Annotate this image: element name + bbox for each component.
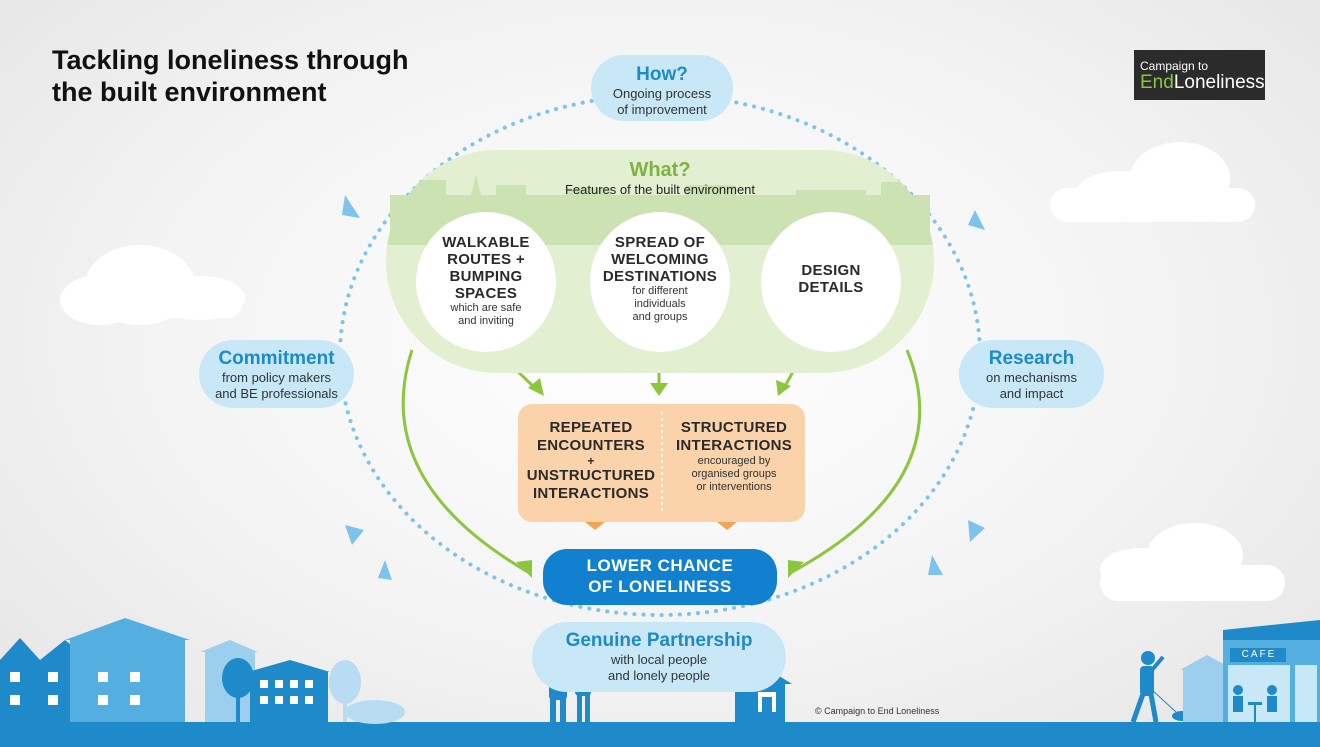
- feature-label-line: WALKABLE: [442, 234, 530, 251]
- partnership-line-2: and lonely people: [608, 668, 710, 683]
- commitment-line-2: and BE professionals: [215, 386, 338, 401]
- outcome-line-1: LOWER CHANCE: [586, 556, 734, 575]
- how-line-1: Ongoing process: [612, 86, 712, 101]
- how-box: How? Ongoing process of improvement: [591, 55, 733, 121]
- research-heading: Research: [988, 348, 1075, 369]
- what-heading: What?: [629, 159, 691, 181]
- how-heading: How?: [636, 64, 688, 85]
- title-line-1: Tackling loneliness through: [52, 45, 409, 75]
- what-header: What? Features of the built environment: [386, 158, 934, 198]
- partnership-heading: Genuine Partnership: [565, 630, 753, 651]
- feature-welcoming-destinations: SPREAD OF WELCOMING DESTINATIONS for dif…: [590, 212, 730, 352]
- copyright-notice: © Campaign to End Loneliness: [815, 706, 940, 716]
- commitment-heading: Commitment: [218, 348, 335, 369]
- feature-label-line: DESIGN: [801, 262, 861, 279]
- interactions-divider: [661, 412, 663, 514]
- feature-label-line: DETAILS: [798, 279, 864, 296]
- commitment-box: Commitment from policy makers and BE pro…: [199, 340, 354, 408]
- cycle-arrow-icons: [342, 195, 985, 580]
- feature-sub-line: individuals: [634, 298, 686, 310]
- town-left: [0, 618, 405, 724]
- research-line-1: on mechanisms: [985, 370, 1078, 385]
- feature-sub-line: which are safe: [450, 302, 522, 314]
- interaction-sub-line: or interventions: [696, 481, 772, 493]
- research-line-2: and impact: [999, 386, 1064, 401]
- town-right: [1180, 620, 1320, 722]
- cloud-right-top: [1050, 142, 1255, 222]
- logo-loneliness: Loneliness: [1173, 72, 1265, 93]
- feature-sub-line: for different: [632, 285, 688, 297]
- feature-label-line: SPACES: [454, 285, 518, 302]
- feature-sub-line: and groups: [632, 311, 688, 323]
- outcome-line-2: OF LONELINESS: [588, 577, 732, 596]
- feature-label-line: WELCOMING: [611, 251, 709, 268]
- cloud-right-bottom: [1100, 523, 1285, 601]
- ground: [0, 722, 1320, 747]
- feature-walkable-routes: WALKABLE ROUTES + BUMPING SPACES which a…: [416, 212, 556, 352]
- partnership-box: Genuine Partnership with local people an…: [532, 622, 786, 692]
- logo-line-1: Campaign to: [1140, 59, 1209, 73]
- logo-end: End: [1140, 72, 1174, 93]
- commitment-line-1: from policy makers: [221, 370, 332, 385]
- title-line-2: the built environment: [52, 77, 327, 107]
- interaction-sub-line: organised groups: [691, 468, 777, 480]
- campaign-logo: Campaign to EndLoneliness: [1134, 50, 1265, 100]
- how-line-2: of improvement: [617, 102, 707, 117]
- feature-label-line: SPREAD OF: [614, 234, 706, 251]
- feature-label-line: BUMPING: [449, 268, 523, 285]
- feature-label-line: DESTINATIONS: [602, 268, 718, 285]
- interaction-sub-line: encouraged by: [697, 455, 771, 467]
- page-title: Tackling loneliness through the built en…: [52, 44, 432, 108]
- unstructured-interactions: REPEATED ENCOUNTERS + UNSTRUCTURED INTER…: [520, 419, 662, 503]
- interaction-line: UNSTRUCTURED: [526, 467, 656, 484]
- structured-interactions: STRUCTURED INTERACTIONS encouraged by or…: [664, 419, 804, 494]
- interaction-line: STRUCTURED: [680, 419, 788, 436]
- interaction-line: ENCOUNTERS: [536, 437, 645, 454]
- partnership-line-1: with local people: [610, 652, 708, 667]
- feature-design-details: DESIGN DETAILS: [761, 212, 901, 352]
- feature-label-line: ROUTES +: [447, 251, 525, 268]
- cloud-left: [60, 245, 245, 325]
- what-subtitle: Features of the built environment: [564, 182, 756, 197]
- interactions-box: [518, 404, 805, 522]
- outcome-box: LOWER CHANCE OF LONELINESS: [543, 549, 777, 605]
- interaction-plus: +: [587, 454, 595, 468]
- research-box: Research on mechanisms and impact: [959, 340, 1104, 408]
- interaction-line: INTERACTIONS: [675, 437, 793, 454]
- cafe-sign: CAFE: [1241, 649, 1277, 660]
- feature-sub-line: and inviting: [458, 315, 514, 327]
- interaction-line: INTERACTIONS: [532, 485, 650, 502]
- interaction-line: REPEATED: [549, 419, 633, 436]
